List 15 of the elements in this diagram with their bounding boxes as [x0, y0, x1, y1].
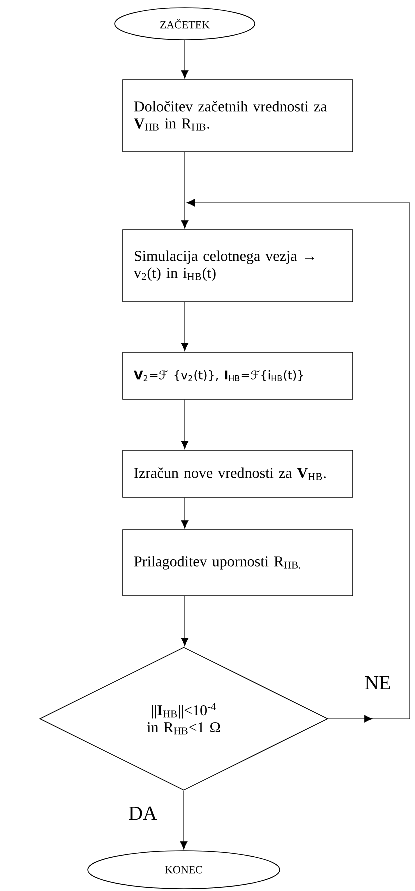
loop-arrow — [186, 199, 410, 723]
process-box: Izračun nove vrednosti za V$_{HB}$. — [122, 450, 354, 498]
arrow — [181, 302, 189, 352]
process-box: Določitev začetnih vrednosti za V$_{HB}$ in R$_{HB}$. — [122, 80, 354, 152]
process-box: Simulacija celotnega vezja → v$_{2}$(t) in i$_{HB}$(t) — [122, 230, 354, 302]
arrow — [181, 152, 189, 229]
process-box: V$_{2}$=ℱ {v$_{2}$(t)}, I$_{HB}$=ℱ{i$_{HB}$(t)} — [122, 352, 354, 400]
arrow — [181, 400, 189, 450]
edge-label: DA — [129, 806, 158, 820]
edge-label: NE — [365, 676, 390, 690]
arrow — [180, 790, 188, 850]
arrow — [181, 40, 189, 79]
arrow — [181, 596, 189, 646]
arrow — [181, 498, 189, 529]
process-box: Prilagoditev upornosti R$_{HB.}$ — [122, 530, 354, 596]
